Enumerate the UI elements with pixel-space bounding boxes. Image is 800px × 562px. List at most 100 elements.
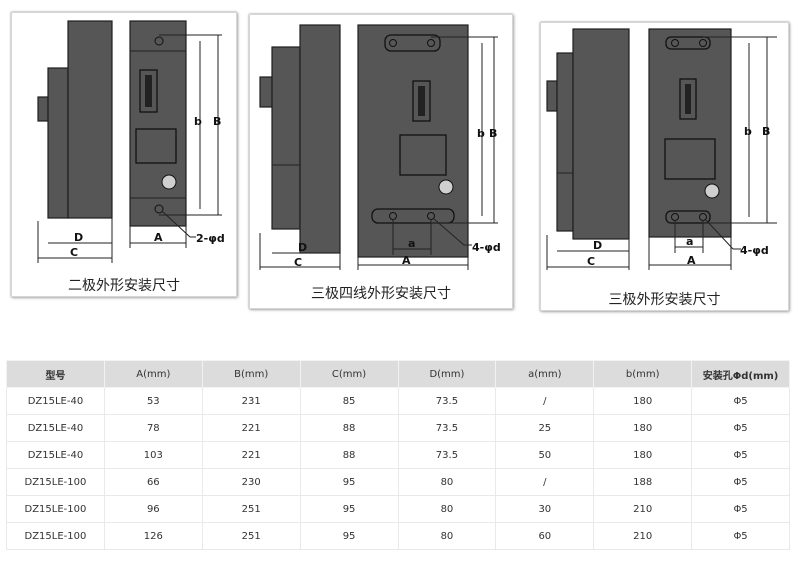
table-cell: 95 [299,468,399,496]
dim-label-B: B [489,127,497,140]
header-model: 型号 [6,360,105,388]
nameplate-window [399,134,447,176]
mount-hole-top [154,36,164,46]
table-cell: 73.5 [397,387,497,415]
top-mount-bar [384,34,441,52]
dim-label-b: b [744,125,752,138]
dim-label-C: C [294,256,302,269]
table-cell: 96 [103,495,203,523]
table-cell: 180 [593,441,693,469]
dim-label-B: B [213,115,221,128]
table-cell: 73.5 [397,441,497,469]
header-b-lower: b(mm) [593,360,693,388]
table-cell: 78 [103,414,203,442]
front-body [357,24,469,258]
table-cell: 221 [201,441,301,469]
table-cell: 80 [397,495,497,523]
lever-window [139,69,158,113]
table-cell: 60 [495,522,595,550]
dim-label-a: a [686,235,693,248]
dim-label-hole: 4-φd [472,241,501,254]
table-cell: / [495,387,595,415]
panel-three-pole: b B a A D C 4-φd 三极外形安装尺寸 [540,22,789,311]
table-cell: 231 [201,387,301,415]
table-cell: 188 [593,468,693,496]
dim-label-C: C [70,246,78,259]
header-a-lower: a(mm) [495,360,595,388]
table-cell: Φ5 [691,441,790,469]
handle-side [259,76,273,108]
table-cell: 210 [593,495,693,523]
table-header-row: 型号 A(mm) B(mm) C(mm) D(mm) a(mm) b(mm) 安… [6,360,790,388]
front-body [648,28,732,238]
table-cell: Φ5 [691,468,790,496]
drawing-two-pole: b B A D C 2-φd [37,20,225,263]
side-upper-body [572,28,630,240]
table-cell: Φ5 [691,387,790,415]
side-upper-body [299,24,341,254]
panel-two-pole: b B A D C 2-φd 二极外形安装尺寸 [11,12,237,297]
dim-label-D: D [74,231,83,244]
caption-three-pole-four-wire: 三极四线外形安装尺寸 [311,286,451,302]
table-cell: 88 [299,441,399,469]
dim-label-C: C [587,255,595,268]
dim-label-b: b [477,127,485,140]
table-cell: 251 [201,495,301,523]
dim-label-D: D [298,241,307,254]
table-cell: 88 [299,414,399,442]
test-button [704,183,720,199]
table-cell: DZ15LE-100 [6,522,105,550]
table-cell: 103 [103,441,203,469]
table-cell: 180 [593,414,693,442]
dim-label-B: B [762,125,770,138]
table-cell: 80 [397,468,497,496]
table-cell: DZ15LE-100 [6,495,105,523]
lever-window [412,80,431,122]
table-cell: 25 [495,414,595,442]
table-cell: 180 [593,387,693,415]
test-button [438,179,454,195]
side-lower-body [271,46,301,230]
table-cell: Φ5 [691,495,790,523]
header-hole: 安装孔Φd(mm) [691,360,790,388]
table-cell: 73.5 [397,414,497,442]
table-cell: DZ15LE-40 [6,441,105,469]
table-cell: 126 [103,522,203,550]
bottom-mount-bar [371,208,455,224]
front-body [129,20,187,227]
side-upper-body [67,20,113,219]
top-mount-bar [665,36,711,50]
table-cell: 221 [201,414,301,442]
table-cell: 80 [397,522,497,550]
lever-window [679,78,697,120]
header-b-upper: B(mm) [201,360,301,388]
table-cell: 251 [201,522,301,550]
dim-label-A: A [154,231,163,244]
table-cell: / [495,468,595,496]
table-cell: 230 [201,468,301,496]
table-cell: 53 [103,387,203,415]
spec-table: 型号 A(mm) B(mm) C(mm) D(mm) a(mm) b(mm) 安… [6,360,790,550]
dim-label-A: A [402,254,411,267]
side-lower-body [556,52,574,232]
lever-knob [418,86,425,116]
lever-knob [685,84,691,114]
mount-hole-bottom [154,204,164,214]
caption-two-pole: 二极外形安装尺寸 [68,278,180,294]
panel-three-pole-four-wire: b B a A D C 4-φd 三极四线外形安装尺寸 [249,14,513,309]
table-cell: 95 [299,522,399,550]
table-cell: 210 [593,522,693,550]
dim-label-b: b [194,115,202,128]
table-cell: 50 [495,441,595,469]
nameplate-window [135,128,177,164]
caption-three-pole: 三极外形安装尺寸 [608,292,721,308]
header-a-upper: A(mm) [103,360,203,388]
table-cell: Φ5 [691,522,790,550]
table-cell: DZ15LE-100 [6,468,105,496]
dim-label-D: D [593,239,602,252]
